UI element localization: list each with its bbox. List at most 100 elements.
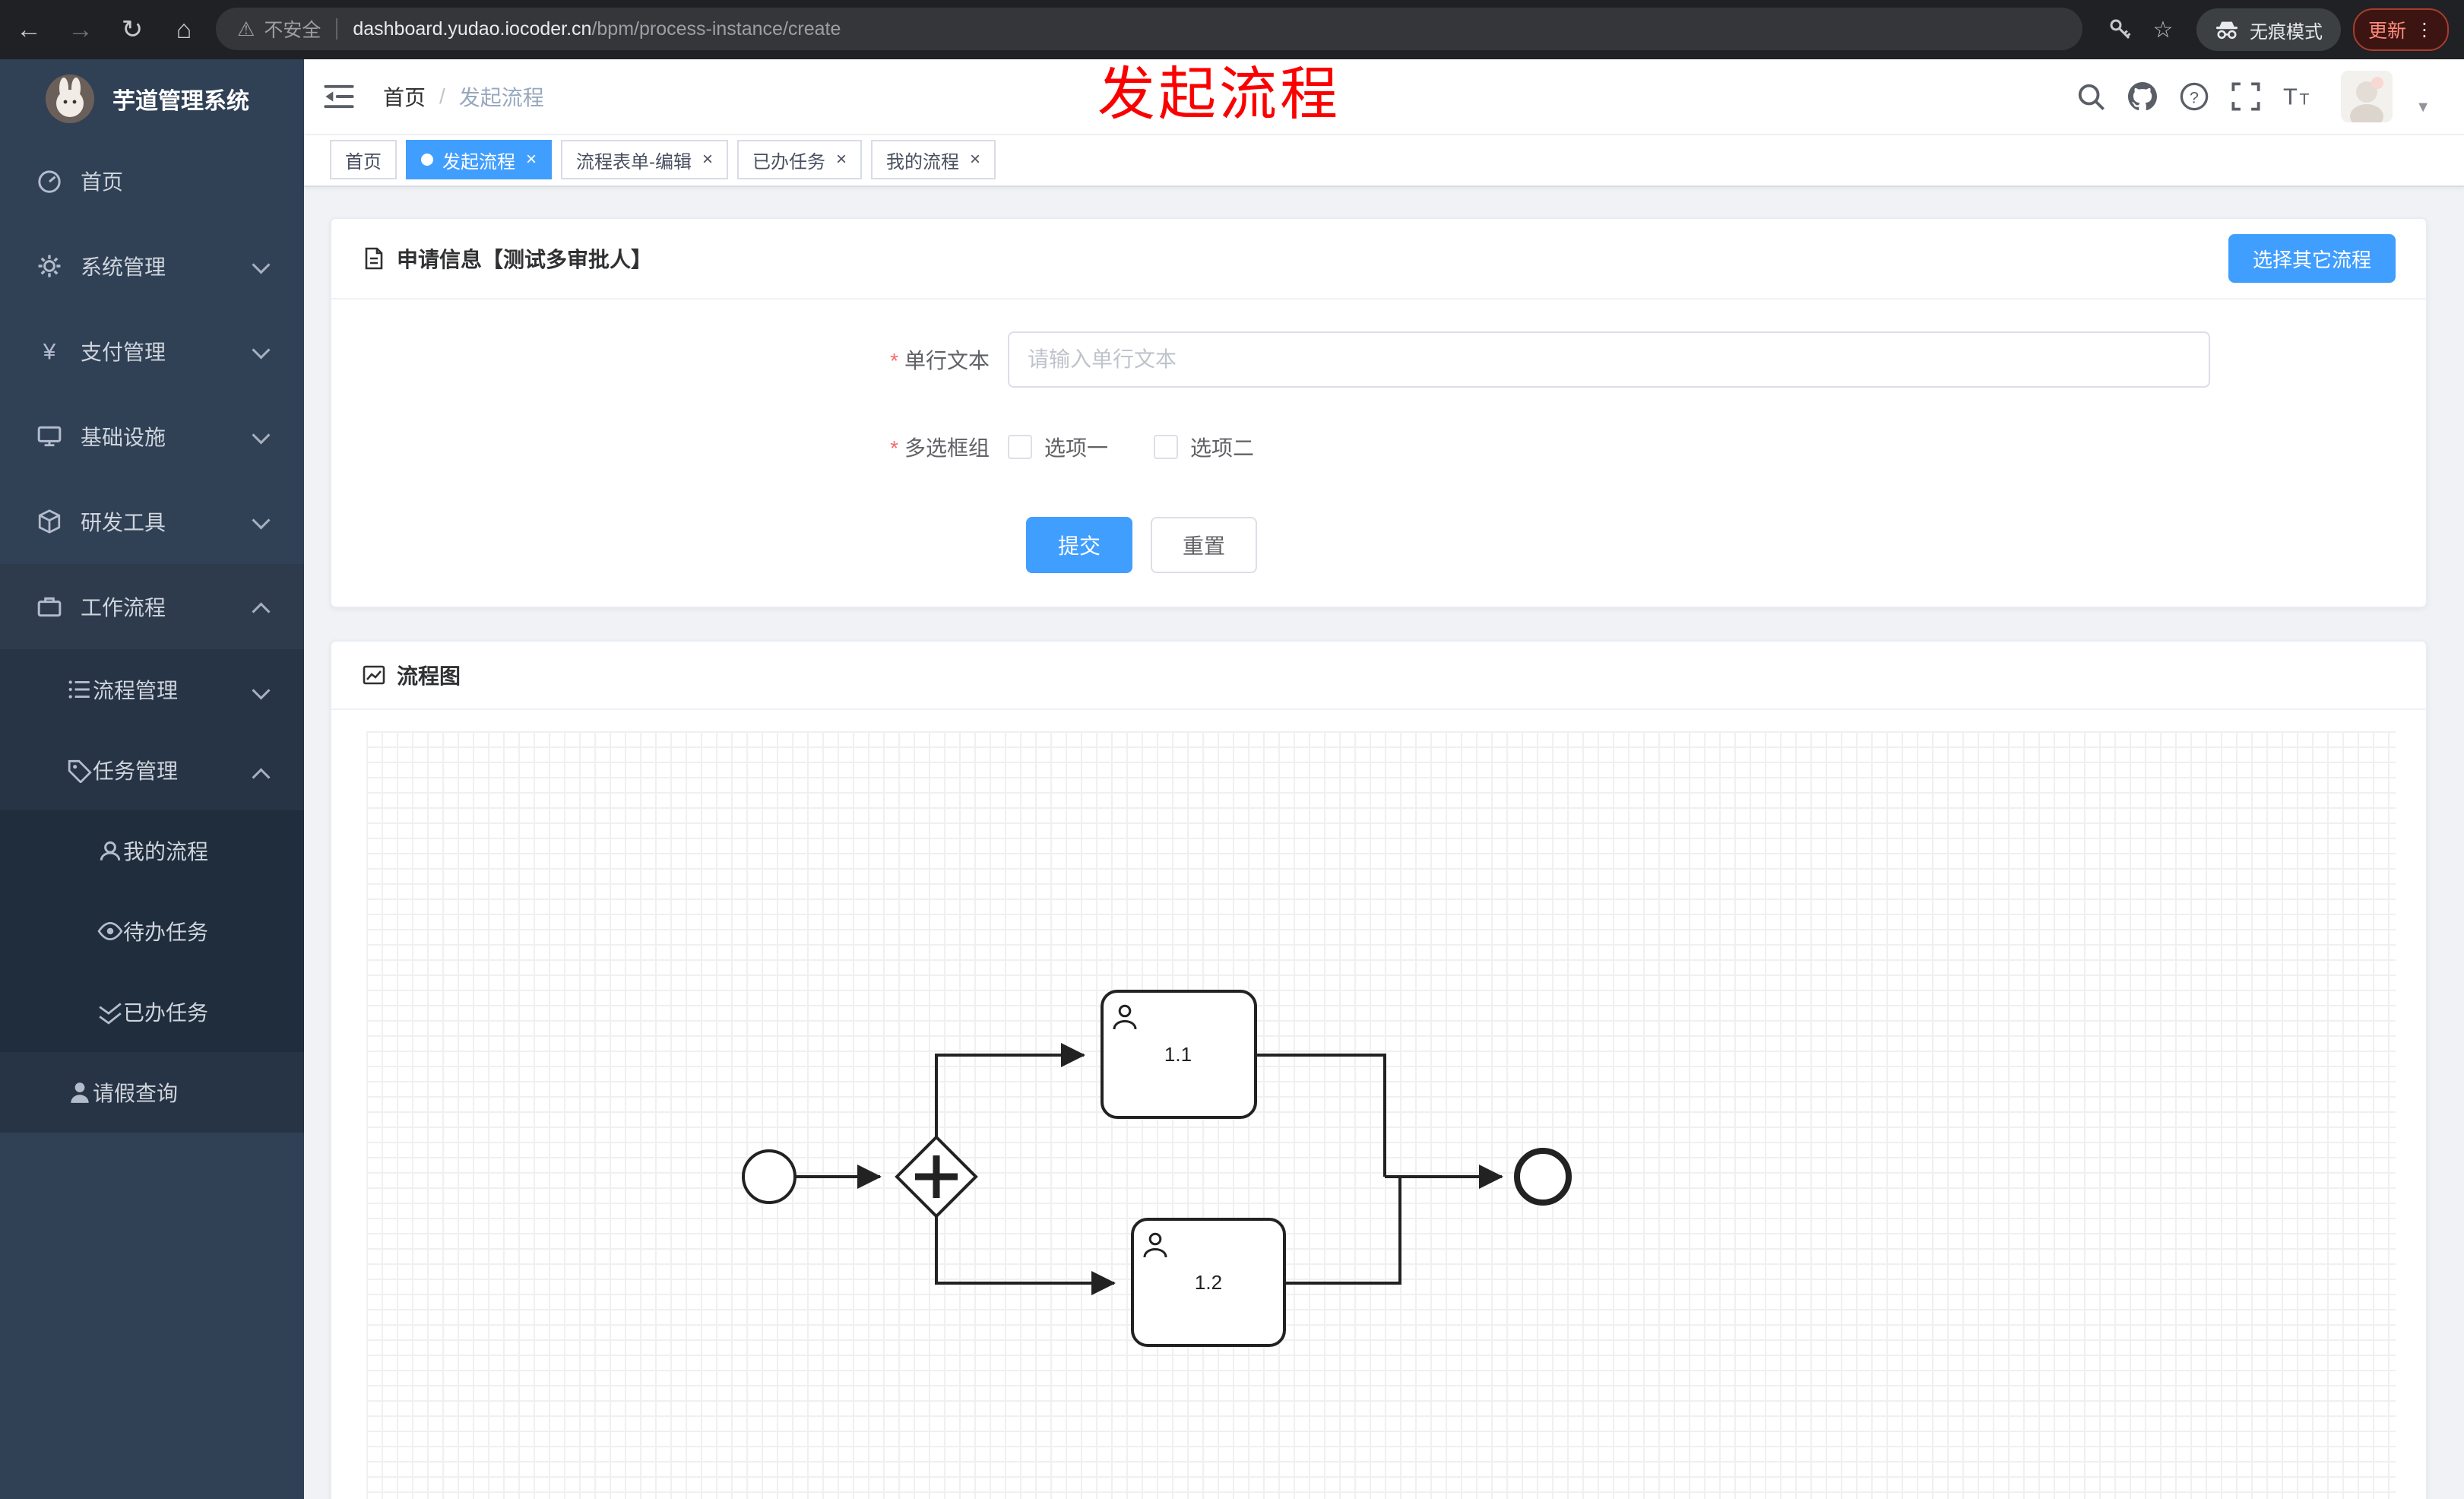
sidebar-item-task-management[interactable]: 任务管理 bbox=[0, 730, 304, 810]
fullscreen-icon[interactable] bbox=[2231, 82, 2260, 111]
help-icon[interactable]: ? bbox=[2180, 82, 2209, 111]
tab-close-icon[interactable]: × bbox=[702, 149, 714, 170]
svg-text:T: T bbox=[2283, 84, 2298, 110]
sidebar-item-home[interactable]: 首页 bbox=[0, 138, 304, 223]
diagram-icon bbox=[363, 665, 385, 685]
sidebar-item-leave-query[interactable]: 请假查询 bbox=[0, 1052, 304, 1133]
security-label[interactable]: 不安全 bbox=[264, 20, 321, 41]
sidebar-item-my-process[interactable]: 我的流程 bbox=[0, 810, 304, 891]
task-1-2-label: 1.2 bbox=[1195, 1271, 1222, 1294]
flow-gateway-to-task-1-2 bbox=[935, 1216, 1116, 1295]
bpmn-end-event[interactable] bbox=[1514, 1148, 1572, 1206]
flow-task-1-2-join bbox=[1284, 1177, 1401, 1285]
svg-text:T: T bbox=[2300, 90, 2310, 109]
bpmn-user-task-1-2[interactable] bbox=[1131, 1218, 1286, 1347]
tab-close-icon[interactable]: × bbox=[970, 149, 981, 170]
sidebar-item-payment[interactable]: ¥ 支付管理 bbox=[0, 309, 304, 394]
bpmn-start-event[interactable] bbox=[742, 1149, 797, 1204]
sidebar-toggle-icon[interactable] bbox=[322, 83, 356, 110]
github-icon[interactable] bbox=[2128, 82, 2158, 111]
browser-home-button[interactable]: ⌂ bbox=[176, 14, 192, 44]
flow-diagram-card: 流程图 bbox=[330, 640, 2428, 1499]
breadcrumb-home[interactable]: 首页 bbox=[383, 86, 426, 109]
headset-person-icon bbox=[100, 841, 121, 860]
select-other-process-button[interactable]: 选择其它流程 bbox=[2228, 234, 2396, 283]
avatar-dropdown-caret-icon[interactable]: ▼ bbox=[2415, 98, 2431, 116]
svg-text:¥: ¥ bbox=[43, 340, 56, 364]
person-icon bbox=[71, 1082, 89, 1103]
gear-icon bbox=[38, 255, 61, 277]
card-title: 申请信息【测试多审批人】 bbox=[397, 248, 653, 271]
sidebar: 芋道管理系统 首页 系统管理 ¥ 支付管理 bbox=[0, 59, 304, 1499]
bookmark-star-icon[interactable]: ☆ bbox=[2152, 17, 2174, 43]
checkbox-option-2-label[interactable]: 选项二 bbox=[1190, 436, 1255, 460]
yen-icon: ¥ bbox=[43, 340, 56, 364]
sidebar-item-label: 流程管理 bbox=[93, 679, 179, 702]
tab-close-icon[interactable]: × bbox=[526, 149, 537, 170]
required-mark: * bbox=[890, 349, 898, 372]
card-header: 申请信息【测试多审批人】 选择其它流程 bbox=[331, 219, 2426, 299]
browser-update-button[interactable]: 更新 ⋮ bbox=[2352, 8, 2449, 51]
checkbox-group-row: *多选框组 选项一 选项二 bbox=[331, 432, 2426, 462]
card-title: 流程图 bbox=[397, 664, 461, 688]
tab-start-process[interactable]: 发起流程 × bbox=[406, 140, 553, 179]
flow-task-1-1-join bbox=[1256, 1054, 1386, 1177]
sidebar-item-label: 已办任务 bbox=[123, 1001, 209, 1025]
font-size-icon[interactable]: T T bbox=[2283, 82, 2312, 111]
sidebar-item-infrastructure[interactable]: 基础设施 bbox=[0, 394, 304, 479]
bpmn-canvas[interactable]: 1.1 1.2 bbox=[366, 731, 2396, 1499]
sidebar-item-process-management[interactable]: 流程管理 bbox=[0, 649, 304, 730]
field-label-text: 单行文本 bbox=[904, 349, 990, 372]
form-actions-row: 提交 重置 bbox=[331, 517, 2426, 573]
checkbox-option-2[interactable] bbox=[1154, 435, 1179, 459]
sidebar-item-label: 支付管理 bbox=[81, 341, 166, 364]
sidebar-item-devtools[interactable]: 研发工具 bbox=[0, 479, 304, 564]
single-line-text-input[interactable] bbox=[1008, 331, 2210, 388]
user-task-icon-body bbox=[1113, 1020, 1137, 1030]
sidebar-item-done-tasks[interactable]: 已办任务 bbox=[0, 971, 304, 1052]
required-mark: * bbox=[890, 436, 898, 460]
field-label-text: 多选框组 bbox=[904, 436, 990, 460]
password-key-icon[interactable] bbox=[2099, 17, 2142, 42]
browser-reload-button[interactable]: ↻ bbox=[121, 15, 144, 44]
user-avatar[interactable] bbox=[2341, 71, 2393, 122]
bpmn-user-task-1-1[interactable] bbox=[1101, 990, 1257, 1119]
reset-button[interactable]: 重置 bbox=[1151, 517, 1257, 573]
logo-avatar bbox=[46, 74, 94, 123]
chevron-down-icon bbox=[252, 681, 271, 700]
svg-text:?: ? bbox=[2190, 88, 2199, 106]
breadcrumb-separator: / bbox=[439, 84, 445, 108]
sidebar-item-system[interactable]: 系统管理 bbox=[0, 223, 304, 309]
task-1-1-label: 1.1 bbox=[1164, 1043, 1192, 1066]
sidebar-item-workflow[interactable]: 工作流程 bbox=[0, 564, 304, 649]
tab-home[interactable]: 首页 bbox=[330, 140, 397, 179]
tab-process-form-edit[interactable]: 流程表单-编辑 × bbox=[561, 140, 729, 179]
bpmn-diagram[interactable]: 1.1 1.2 bbox=[366, 731, 2399, 1499]
browser-toolbar: ← → ↻ ⌂ ⚠ 不安全 dashboard.yudao.iocoder.cn… bbox=[0, 0, 2464, 59]
chevron-up-icon bbox=[252, 602, 271, 621]
security-warning-icon[interactable]: ⚠ bbox=[237, 17, 255, 40]
chevron-up-icon bbox=[252, 768, 271, 787]
checkbox-option-1[interactable] bbox=[1008, 435, 1032, 459]
page-annotation-title: 发起流程 bbox=[1097, 62, 1341, 127]
briefcase-icon bbox=[37, 597, 62, 617]
browser-forward-button[interactable]: → bbox=[68, 14, 93, 44]
sidebar-item-todo-tasks[interactable]: 待办任务 bbox=[0, 891, 304, 971]
tab-close-icon[interactable]: × bbox=[836, 149, 847, 170]
tag-icon bbox=[68, 759, 92, 783]
tab-label: 流程表单-编辑 bbox=[576, 151, 692, 173]
address-bar[interactable]: ⚠ 不安全 dashboard.yudao.iocoder.cn/bpm/pro… bbox=[216, 8, 2082, 50]
app-logo[interactable]: 芋道管理系统 bbox=[0, 59, 304, 138]
sidebar-item-label: 基础设施 bbox=[81, 426, 166, 449]
search-icon[interactable] bbox=[2076, 82, 2105, 111]
key-icon bbox=[2110, 19, 2131, 40]
submit-button[interactable]: 提交 bbox=[1026, 517, 1132, 573]
url-domain[interactable]: dashboard.yudao.iocoder.cn bbox=[353, 17, 592, 40]
tab-my-process[interactable]: 我的流程 × bbox=[871, 140, 996, 179]
checkbox-option-1-label[interactable]: 选项一 bbox=[1044, 436, 1109, 460]
browser-back-button[interactable]: ← bbox=[16, 14, 42, 44]
url-path[interactable]: /bpm/process-instance/create bbox=[591, 17, 841, 40]
tab-done-tasks[interactable]: 已办任务 × bbox=[737, 140, 863, 179]
browser-menu-icon[interactable]: ⋮ bbox=[2415, 19, 2434, 40]
